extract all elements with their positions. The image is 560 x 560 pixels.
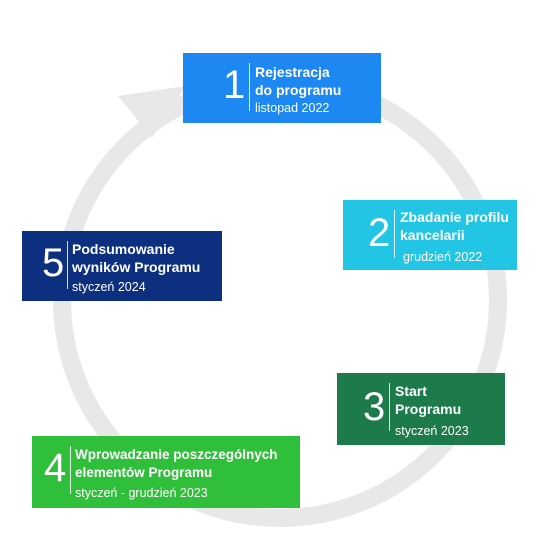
step-1-divider: [249, 63, 250, 111]
step-1-number: 1: [223, 63, 246, 107]
step-4-divider: [70, 446, 71, 494]
step-2-title-line1: Zbadanie profilu: [400, 209, 509, 225]
step-2-number: 2: [368, 211, 391, 255]
step-5-box: 5 Podsumowanie wyników Programu styczeń …: [22, 231, 222, 301]
step-4-box: 4 Wprowadzanie poszczególnych elementów …: [32, 436, 300, 508]
step-1-box: 1 Rejestracja do programu listopad 2022: [183, 53, 381, 123]
step-4-title-line1: Wprowadzanie poszczególnych: [75, 447, 278, 462]
step-3-divider: [389, 383, 390, 431]
step-5-number: 5: [42, 241, 65, 285]
step-2-box: 2 Zbadanie profilu kancelarii grudzień 2…: [343, 200, 517, 270]
step-3-box: 3 Start Programu styczeń 2023: [337, 373, 505, 445]
step-5-title-line1: Podsumowanie: [72, 241, 175, 257]
step-2-divider: [394, 210, 395, 258]
step-2-title-line2: kancelarii: [400, 227, 465, 243]
step-3-number: 3: [363, 385, 386, 429]
step-3-date: styczeń 2023: [395, 424, 469, 438]
step-4-date: styczeń - grudzień 2023: [75, 486, 208, 500]
step-3-title-line2: Programu: [395, 401, 462, 417]
step-5-title-line2: wyników Programu: [72, 259, 201, 275]
step-3-title-line1: Start: [395, 383, 427, 399]
step-4-number: 4: [44, 446, 67, 490]
step-1-title-line2: do programu: [255, 82, 342, 98]
step-1-date: listopad 2022: [255, 101, 330, 115]
step-5-divider: [67, 241, 68, 289]
step-5-date: styczeń 2024: [72, 280, 146, 294]
step-2-date: grudzień 2022: [403, 250, 483, 264]
step-1-title-line1: Rejestracja: [255, 64, 330, 80]
step-4-title-line2: elementów Programu: [75, 465, 213, 480]
cycle-arrow-head-icon: [118, 86, 186, 138]
